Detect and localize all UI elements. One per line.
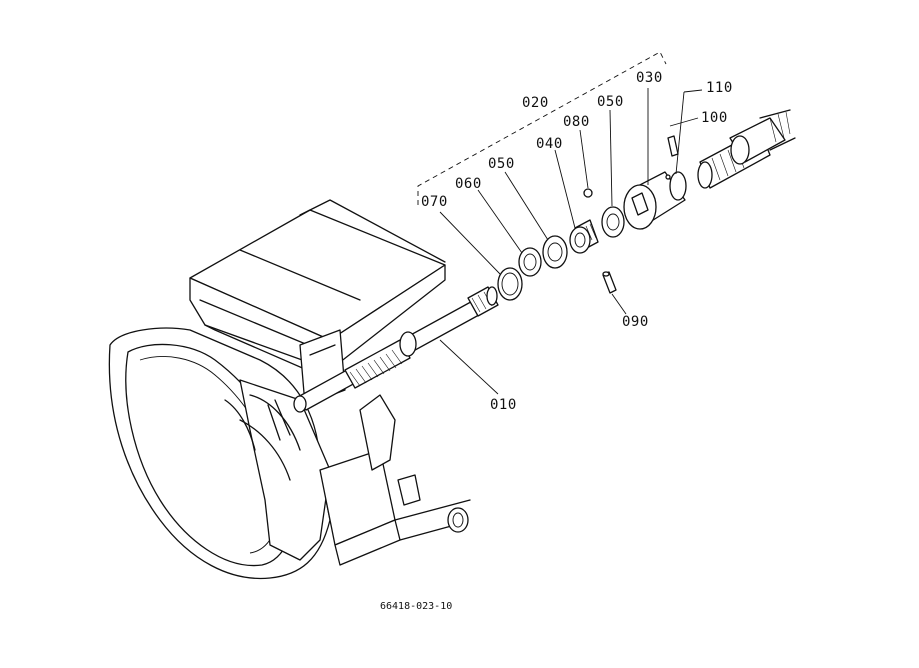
group-bracket-020	[417, 51, 667, 205]
transmission-housing	[108, 199, 471, 580]
washer-050b	[601, 206, 625, 238]
label-010: 010	[490, 397, 517, 413]
label-110: 110	[706, 80, 733, 96]
label-050-front: 050	[488, 156, 515, 172]
label-060: 060	[455, 176, 482, 192]
part-labels: 010 020 030 040 050 050 060 070 080 090 …	[421, 70, 733, 413]
spring-pin-100	[667, 135, 679, 157]
snap-ring-070	[497, 267, 523, 301]
label-100: 100	[701, 110, 728, 126]
washer-060	[518, 247, 542, 277]
label-050-rear: 050	[597, 94, 624, 110]
label-020: 020	[522, 95, 549, 111]
drawing-reference: 66418-023-10	[380, 601, 452, 612]
label-090: 090	[622, 314, 649, 330]
leader-lines	[439, 88, 703, 395]
coupling-040	[569, 219, 599, 254]
washer-050a	[542, 235, 568, 269]
shaft-010	[293, 286, 499, 413]
pin-090	[602, 271, 617, 294]
ball-080	[583, 188, 593, 198]
label-070: 070	[421, 194, 448, 210]
coupler-030	[623, 171, 687, 230]
label-080: 080	[563, 114, 590, 130]
label-040: 040	[536, 136, 563, 152]
drive-shaft-110	[697, 109, 796, 189]
label-030: 030	[636, 70, 663, 86]
